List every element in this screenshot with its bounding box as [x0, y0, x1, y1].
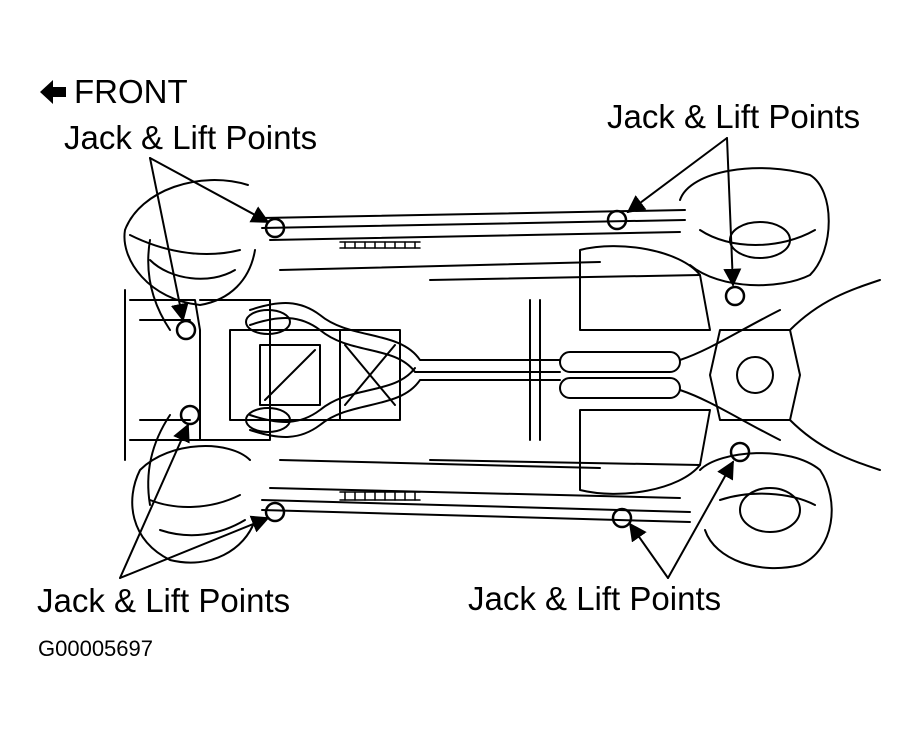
jack-point-rear-left-outer [611, 507, 633, 529]
rear-left-tire [699, 452, 833, 570]
left-arrow-icon [40, 79, 66, 104]
jack-point-rear-right-outer [606, 209, 628, 231]
jack-point-label-rear-right: Jack & Lift Points [607, 98, 861, 135]
front-left-tire [131, 445, 256, 564]
rear-differential [709, 279, 881, 471]
jack-point-rear-right-inner [724, 285, 746, 307]
rear-right-tire [679, 167, 830, 287]
jack-point-front-right-inner [175, 319, 197, 341]
jack-point-rear-left-inner [729, 441, 751, 463]
exhaust-system [245, 302, 781, 441]
sill-detail [339, 241, 421, 501]
right-rocker-panel [261, 209, 686, 271]
jack-point-label-front-right: Jack & Lift Points [64, 119, 318, 156]
front-label: FRONT [74, 73, 188, 110]
front-suspension [124, 239, 171, 506]
jack-point-front-left-inner [179, 404, 201, 426]
fuel-tank [579, 245, 711, 495]
jack-point-label-rear-left: Jack & Lift Points [468, 580, 722, 617]
leader-lines [119, 137, 742, 579]
jack-point-label-front-left: Jack & Lift Points [37, 582, 291, 619]
front-indicator: FRONT [38, 75, 188, 108]
front-right-tire [123, 179, 256, 306]
figure-id: G00005697 [38, 636, 153, 661]
jack-point-markers [175, 209, 751, 529]
left-rocker-panel [261, 459, 691, 523]
jack-point-front-right [264, 217, 286, 239]
center-tunnel [429, 274, 701, 466]
jack-point-front-left [264, 501, 286, 523]
